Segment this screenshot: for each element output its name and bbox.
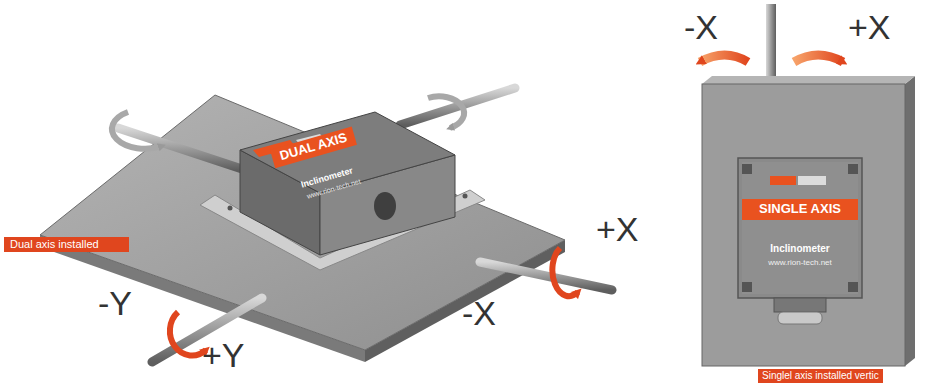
axis-rods bbox=[118, 88, 612, 362]
band-text: SINGLE AXIS bbox=[742, 202, 858, 217]
caption-band: Singlel axis installed vertic bbox=[758, 369, 883, 383]
band-text: Singlel axis installed vertic bbox=[762, 370, 879, 382]
axis-label: +Y bbox=[202, 338, 245, 372]
axis-band: DUAL AXIS bbox=[270, 126, 357, 168]
axis-label: +X bbox=[596, 212, 639, 246]
device-text: Inclinometer bbox=[770, 244, 829, 254]
device-url: www.rion-tech.net bbox=[768, 259, 832, 267]
band-text: DUAL AXIS bbox=[278, 131, 349, 164]
band-text: Dual axis installed bbox=[10, 238, 99, 251]
single-axis-panel bbox=[700, 4, 915, 366]
axis-band: SINGLE AXIS bbox=[742, 199, 858, 220]
caption-band: Dual axis installed bbox=[4, 237, 129, 252]
axis-label: -Y bbox=[98, 286, 132, 320]
axis-label: -X bbox=[462, 296, 496, 330]
mounting-plate bbox=[40, 95, 565, 362]
axis-label: +X bbox=[848, 10, 891, 44]
axis-label: -X bbox=[684, 10, 718, 44]
rotation-arrows bbox=[112, 96, 578, 355]
dual-axis-inclinometer bbox=[200, 112, 485, 270]
